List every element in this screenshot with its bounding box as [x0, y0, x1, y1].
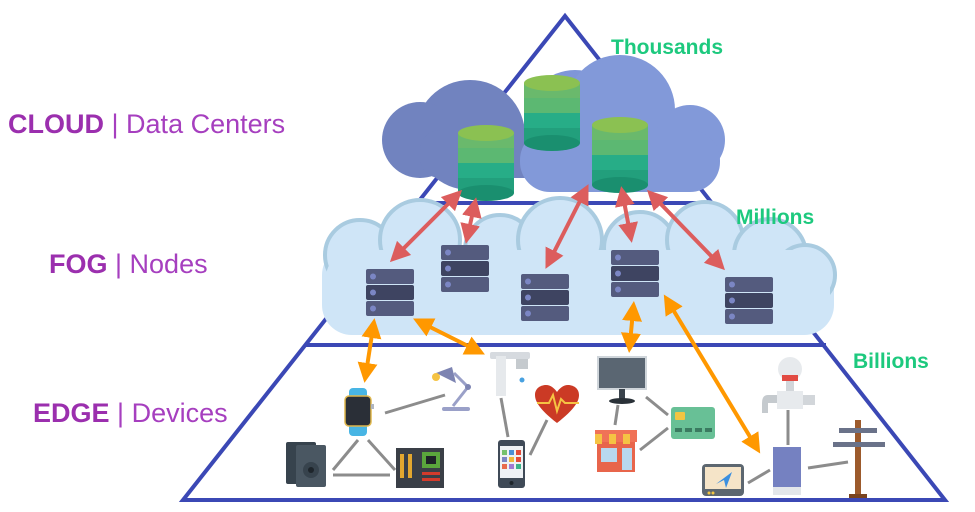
server-icon [611, 250, 659, 297]
fog-edge-arrow [663, 294, 761, 454]
server-icon [725, 277, 773, 324]
tier-separator: | [117, 398, 125, 428]
tier-description-fog: Nodes [129, 249, 208, 279]
cloud-fog-arrow [389, 189, 463, 263]
fog-edge-arrow [357, 318, 382, 383]
fog-edge-arrow [620, 301, 643, 353]
cloud-fog-links [389, 184, 725, 271]
cloud-fog-arrow [647, 189, 725, 271]
server-icon [521, 274, 569, 321]
database-icon [592, 117, 648, 193]
server-icon [366, 269, 414, 316]
tier-label-cloud: CLOUD | Data Centers [8, 109, 285, 140]
cloud-fog-arrow [615, 186, 638, 243]
tier-description-cloud: Data Centers [126, 109, 286, 139]
database-icon [524, 75, 580, 151]
smartphone-icon [498, 440, 525, 488]
hard-drives-icon [286, 442, 326, 487]
scale-label-cloud: Thousands [611, 36, 724, 59]
motherboard-icon [396, 448, 444, 488]
desk-lamp-icon [432, 367, 471, 411]
fog-edge-links [357, 294, 761, 454]
tier-label-fog: FOG | Nodes [49, 249, 208, 280]
cloud-fog-arrow [460, 197, 482, 244]
tier-description-edge: Devices [131, 398, 228, 428]
cloud-fog-arrow [545, 184, 589, 269]
scale-label-fog: Millions [736, 206, 815, 229]
smartwatch-icon [344, 388, 374, 436]
server-icon [441, 245, 489, 292]
fog-edge-arrow [413, 318, 485, 355]
faucet-icon [490, 352, 530, 396]
water-meter-icon [762, 357, 815, 413]
tier-separator: | [115, 249, 123, 279]
utility-pole-icon [833, 420, 885, 498]
database-icon [458, 125, 514, 201]
storefront-icon [595, 430, 637, 472]
tier-name-edge: EDGE [33, 398, 110, 428]
credit-card-icon [671, 407, 715, 439]
tier-name-cloud: CLOUD [8, 109, 104, 139]
device-links [331, 393, 849, 485]
desktop-computer-icon [597, 356, 647, 404]
tier-separator: | [111, 109, 119, 139]
gps-navigator-icon [702, 464, 744, 496]
tier-name-fog: FOG [49, 249, 108, 279]
tier-label-edge: EDGE | Devices [33, 398, 228, 429]
heart-monitor-icon [535, 385, 579, 423]
tablet-icon [773, 447, 801, 495]
scale-label-edge: Billions [853, 350, 929, 373]
